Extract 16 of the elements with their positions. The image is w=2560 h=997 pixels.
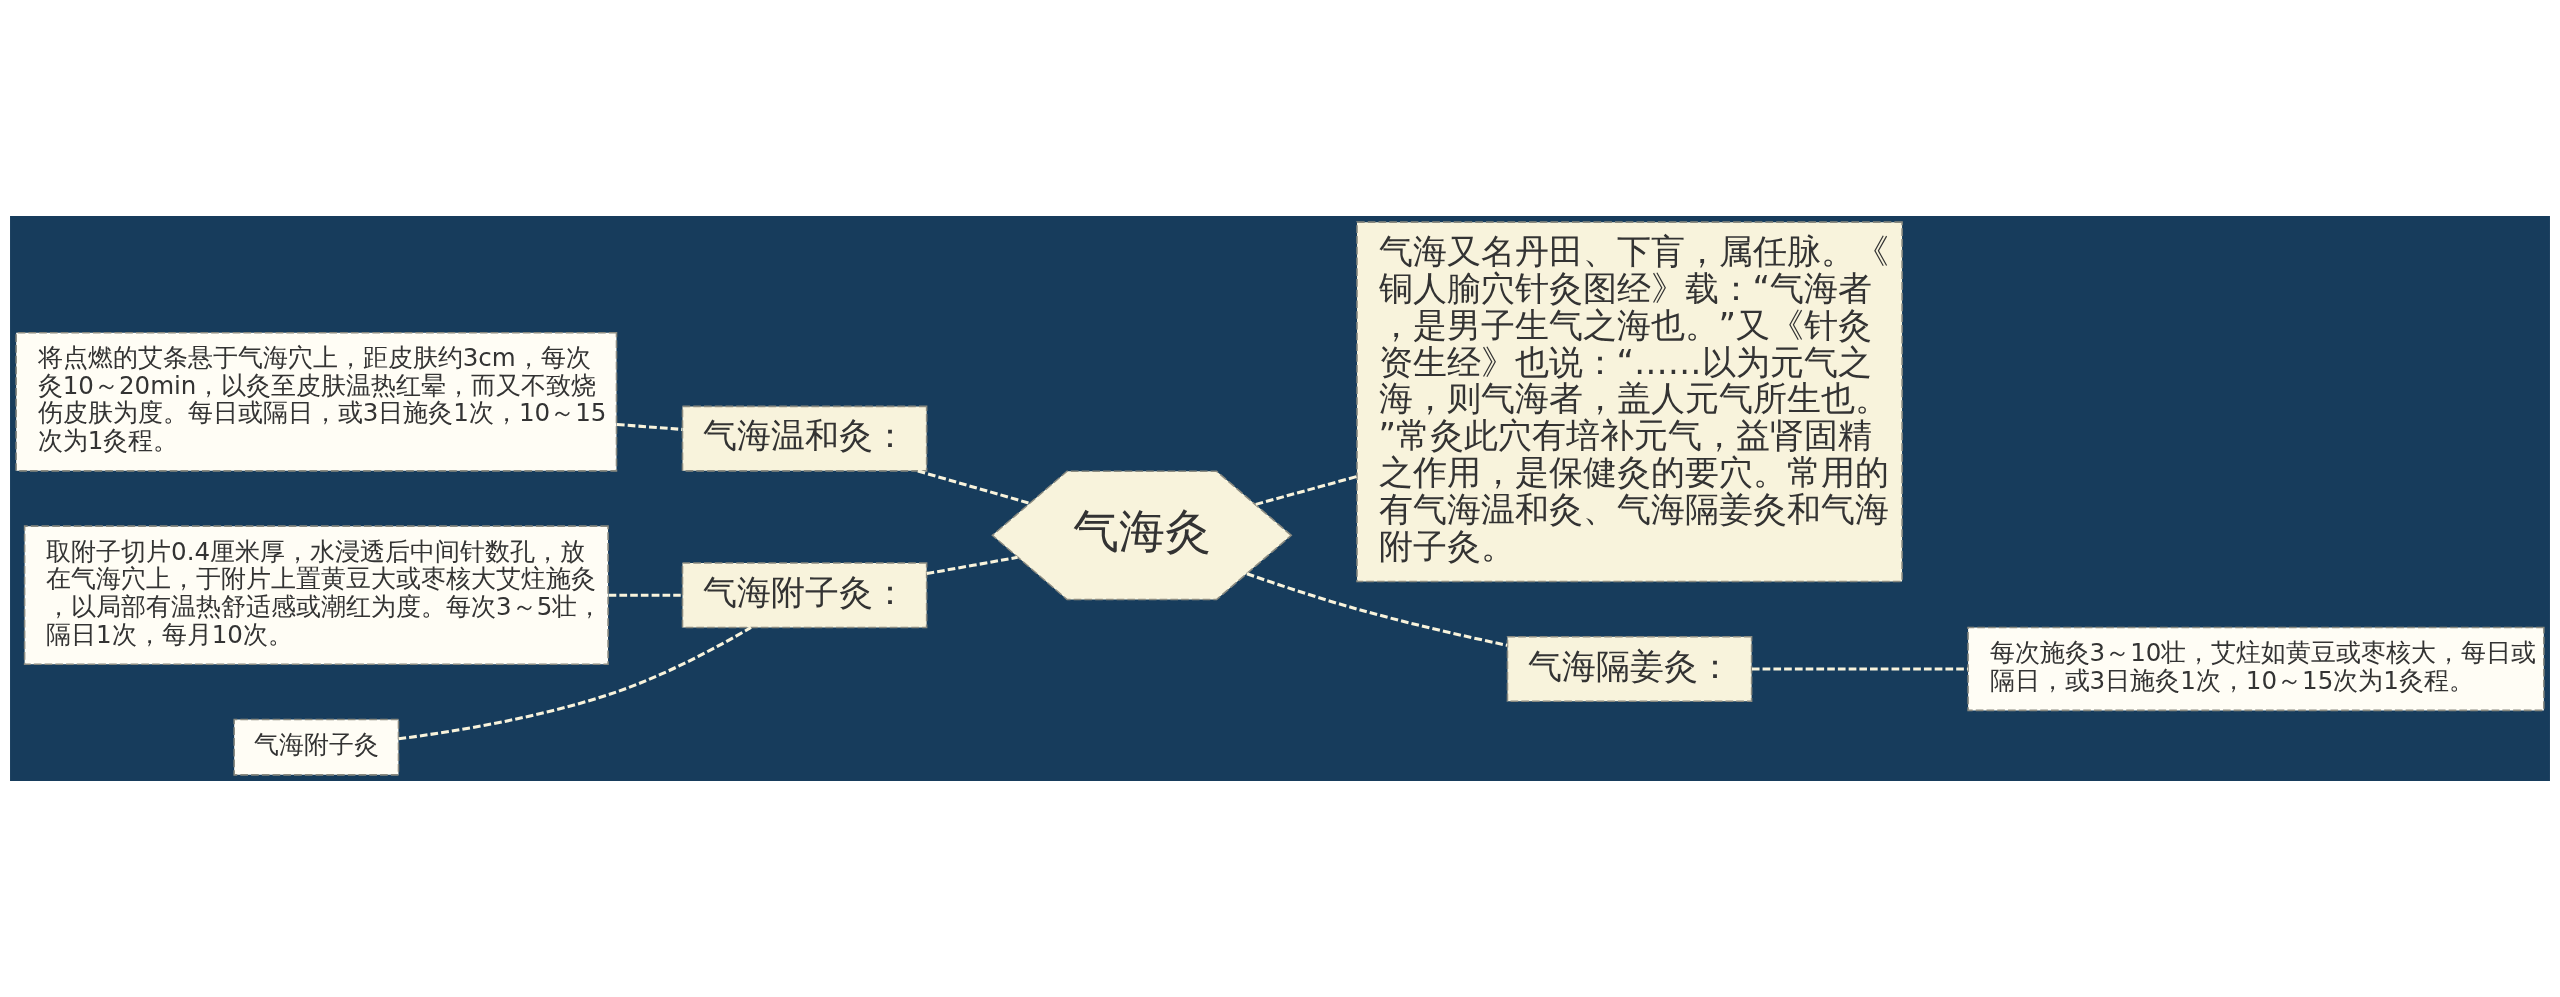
connector: [1246, 572, 1508, 647]
connector: [917, 469, 1030, 505]
node-box: 气海附子灸: [233, 718, 400, 776]
node-box: 气海又名丹田、下肓，属任脉。《铜人腧穴针灸图经》载：“气海者，是男子生气之海也。”又《针灸资生经》也说：“……以为元气之海，则气海者，盖人元气所生也。”常灸此穴有培补元气，益肾固精之作用，是保健灸的要穴。常用的有气海温和灸、气海隔姜灸和气海附子灸。: [1356, 221, 1903, 583]
node-box: 每次施灸3～10壮，艾炷如黄豆或枣核大，每日或隔日，或3日施灸1次，10～15次为1灸程。: [1967, 626, 2545, 712]
connector: [1255, 475, 1358, 506]
node-box: 气海附子灸：: [681, 562, 928, 629]
node-box: 将点燃的艾条悬于气海穴上，距皮肤约3cm，每次灸10～20min，以灸至皮肤温热红晕，而又不致烧伤皮肤为度。每日或隔日，或3日施灸1次，10～15次为1灸程。: [15, 331, 618, 472]
connector: [926, 555, 1018, 576]
node-box: 气海隔姜灸：: [1506, 635, 1753, 702]
connector: [616, 422, 683, 431]
node-box: 气海温和灸：: [681, 405, 928, 472]
connector: [398, 626, 752, 741]
node-box: 取附子切片0.4厘米厚，水浸透后中间针数孔，放在气海穴上，于附片上置黄豆大或枣核大艾炷施灸，以局部有温热舒适感或潮红为度。每次3～5壮，隔日1次，每月10次。: [23, 525, 609, 666]
connector: [608, 593, 683, 597]
connector: [1752, 667, 1968, 671]
